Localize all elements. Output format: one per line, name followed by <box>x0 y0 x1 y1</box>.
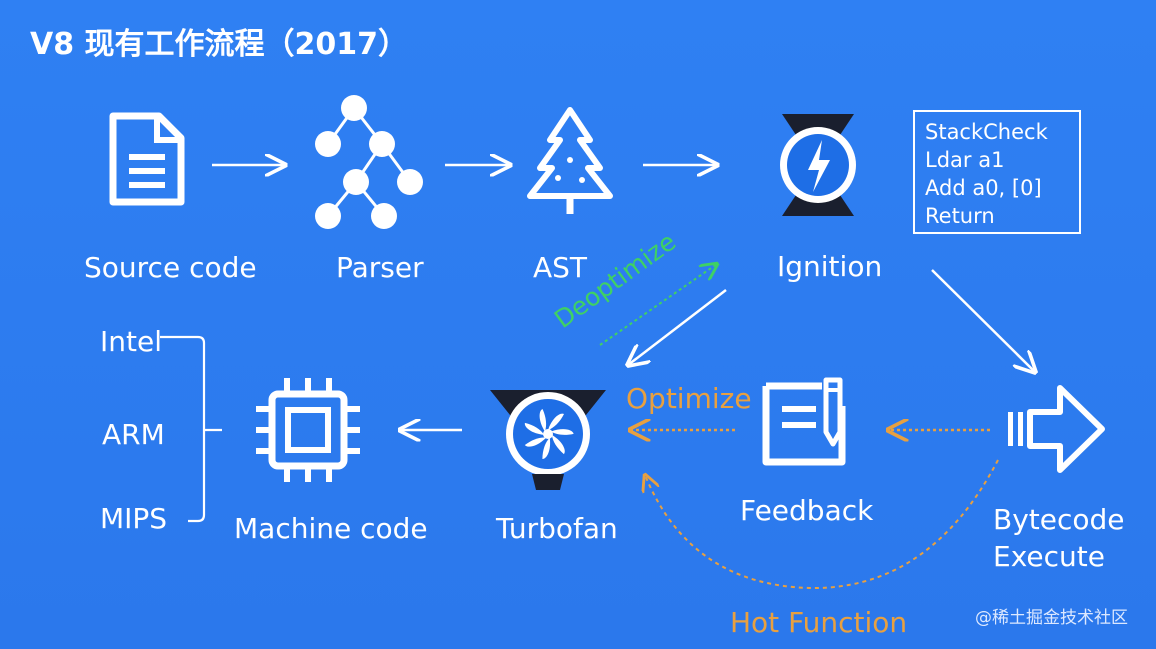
architecture-bracket <box>160 335 206 523</box>
bytecode-box: StackCheck Ldar a1 Add a0, [0] Return <box>913 110 1081 234</box>
hot-function-label: Hot Function <box>730 606 908 639</box>
bytecode-execute-label-2: Execute <box>993 540 1105 573</box>
parser-label: Parser <box>336 251 424 284</box>
chip-icon <box>256 378 360 482</box>
arrow-hot-function <box>645 459 999 590</box>
ast-label: AST <box>533 251 588 284</box>
optimize-label: Optimize <box>626 382 752 415</box>
arrow-ignition-to-execute <box>931 269 1035 372</box>
feedback-notebook-icon <box>762 377 846 466</box>
arch-arm-label: ARM <box>102 418 165 451</box>
document-icon <box>109 112 185 206</box>
feedback-label: Feedback <box>740 494 874 527</box>
bytecode-line: Ldar a1 <box>925 148 1005 172</box>
watermark: @稀土掘金技术社区 <box>975 608 1128 628</box>
turbofan-icon <box>490 390 606 490</box>
bytecode-line: Add a0, [0] <box>925 176 1042 200</box>
parse-tree-icon <box>315 95 423 229</box>
diagram-title: V8 现有工作流程（2017） <box>30 27 409 62</box>
machine-code-label: Machine code <box>234 512 428 545</box>
execute-arrow-icon <box>1008 385 1105 473</box>
bytecode-execute-label-1: Bytecode <box>993 503 1125 536</box>
arch-mips-label: MIPS <box>100 502 168 535</box>
source-code-label: Source code <box>84 251 257 284</box>
bytecode-line: Return <box>925 204 995 228</box>
bytecode-line: StackCheck <box>925 120 1048 144</box>
arch-intel-label: Intel <box>100 325 162 358</box>
turbofan-label: Turbofan <box>496 512 618 545</box>
arrow-ignition-to-turbofan <box>628 289 727 365</box>
tree-icon <box>527 107 613 214</box>
ignition-icon <box>780 114 856 216</box>
ignition-label: Ignition <box>777 250 883 283</box>
